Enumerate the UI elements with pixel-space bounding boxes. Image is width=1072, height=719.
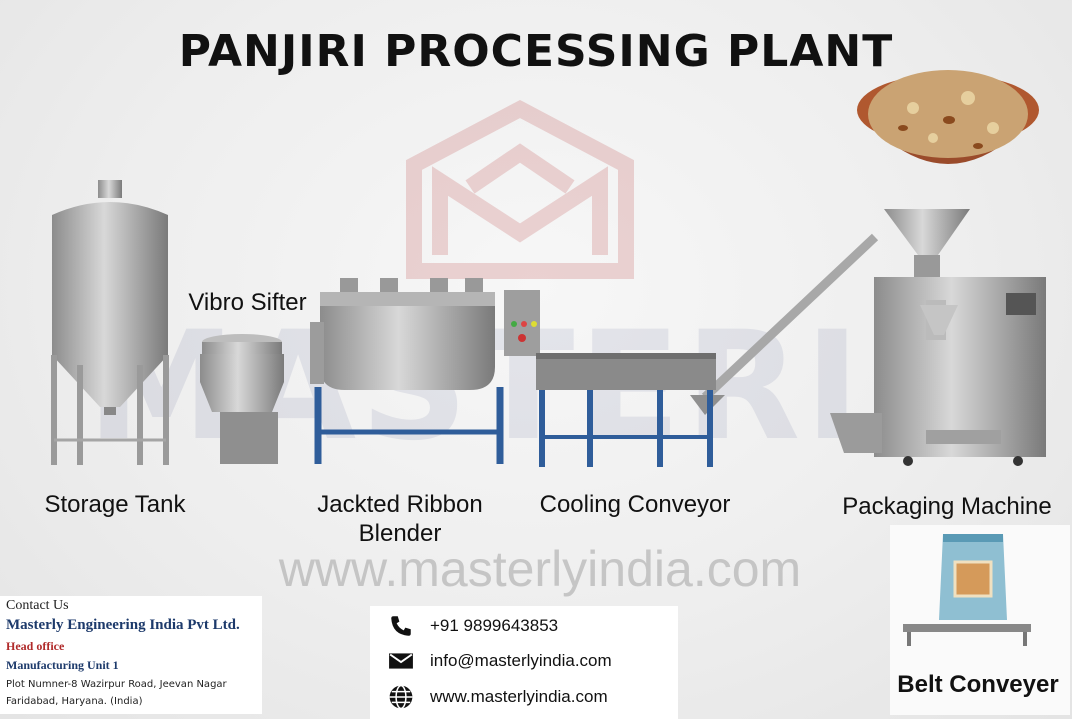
address-line-2: Faridabad, Haryana. (India) [6, 696, 143, 707]
company-name: Masterly Engineering India Pvt Ltd. [6, 617, 240, 633]
phone-number[interactable]: +91 9899643853 [430, 616, 559, 635]
storage-tank-label: Storage Tank [44, 491, 186, 518]
contact-card: Contact Us Masterly Engineering India Pv… [0, 596, 262, 714]
website-row: www.masterlyindia.com [388, 683, 608, 711]
page-title: PANJIRI PROCESSING PLANT [178, 26, 894, 77]
belt-conveyer-label: Belt Conveyer [897, 671, 1059, 698]
storage-tank-image [51, 180, 169, 465]
info-card: +91 9899643853 info@masterlyindia.com ww… [370, 606, 678, 719]
url-watermark: www.masterlyindia.com [278, 541, 802, 597]
manufacturing-unit-label: Manufacturing Unit 1 [6, 658, 119, 672]
ribbon-blender-label: Jackted Ribbon Blender [300, 490, 500, 548]
address-line-1: Plot Numner-8 Wazirpur Road, Jeevan Naga… [6, 679, 227, 690]
packaging-machine-image [830, 209, 1046, 466]
cooling-conveyor-label: Cooling Conveyor [539, 491, 731, 518]
globe-icon [389, 684, 413, 710]
website-url[interactable]: www.masterlyindia.com [430, 687, 608, 706]
ribbon-blender-image [310, 278, 540, 464]
head-office-label: Head office [6, 639, 65, 653]
email-address[interactable]: info@masterlyindia.com [430, 651, 612, 670]
vibro-sifter-image [200, 334, 284, 464]
ribbon-blender-label-line2: Blender [358, 520, 442, 547]
email-row: info@masterlyindia.com [388, 647, 612, 675]
phone-icon [391, 616, 411, 636]
vibro-sifter-label: Vibro Sifter [188, 289, 307, 316]
belt-conveyer-image [903, 534, 1031, 646]
packaging-machine-label: Packaging Machine [842, 493, 1052, 520]
masterly-logo-watermark [406, 99, 634, 279]
contact-heading: Contact Us [6, 598, 69, 613]
ribbon-blender-label-line1: Jackted Ribbon [317, 491, 483, 518]
phone-row: +91 9899643853 [388, 612, 558, 640]
email-icon [389, 653, 413, 669]
panjiri-bowl-image [857, 70, 1039, 164]
cooling-conveyor-image [536, 233, 879, 467]
